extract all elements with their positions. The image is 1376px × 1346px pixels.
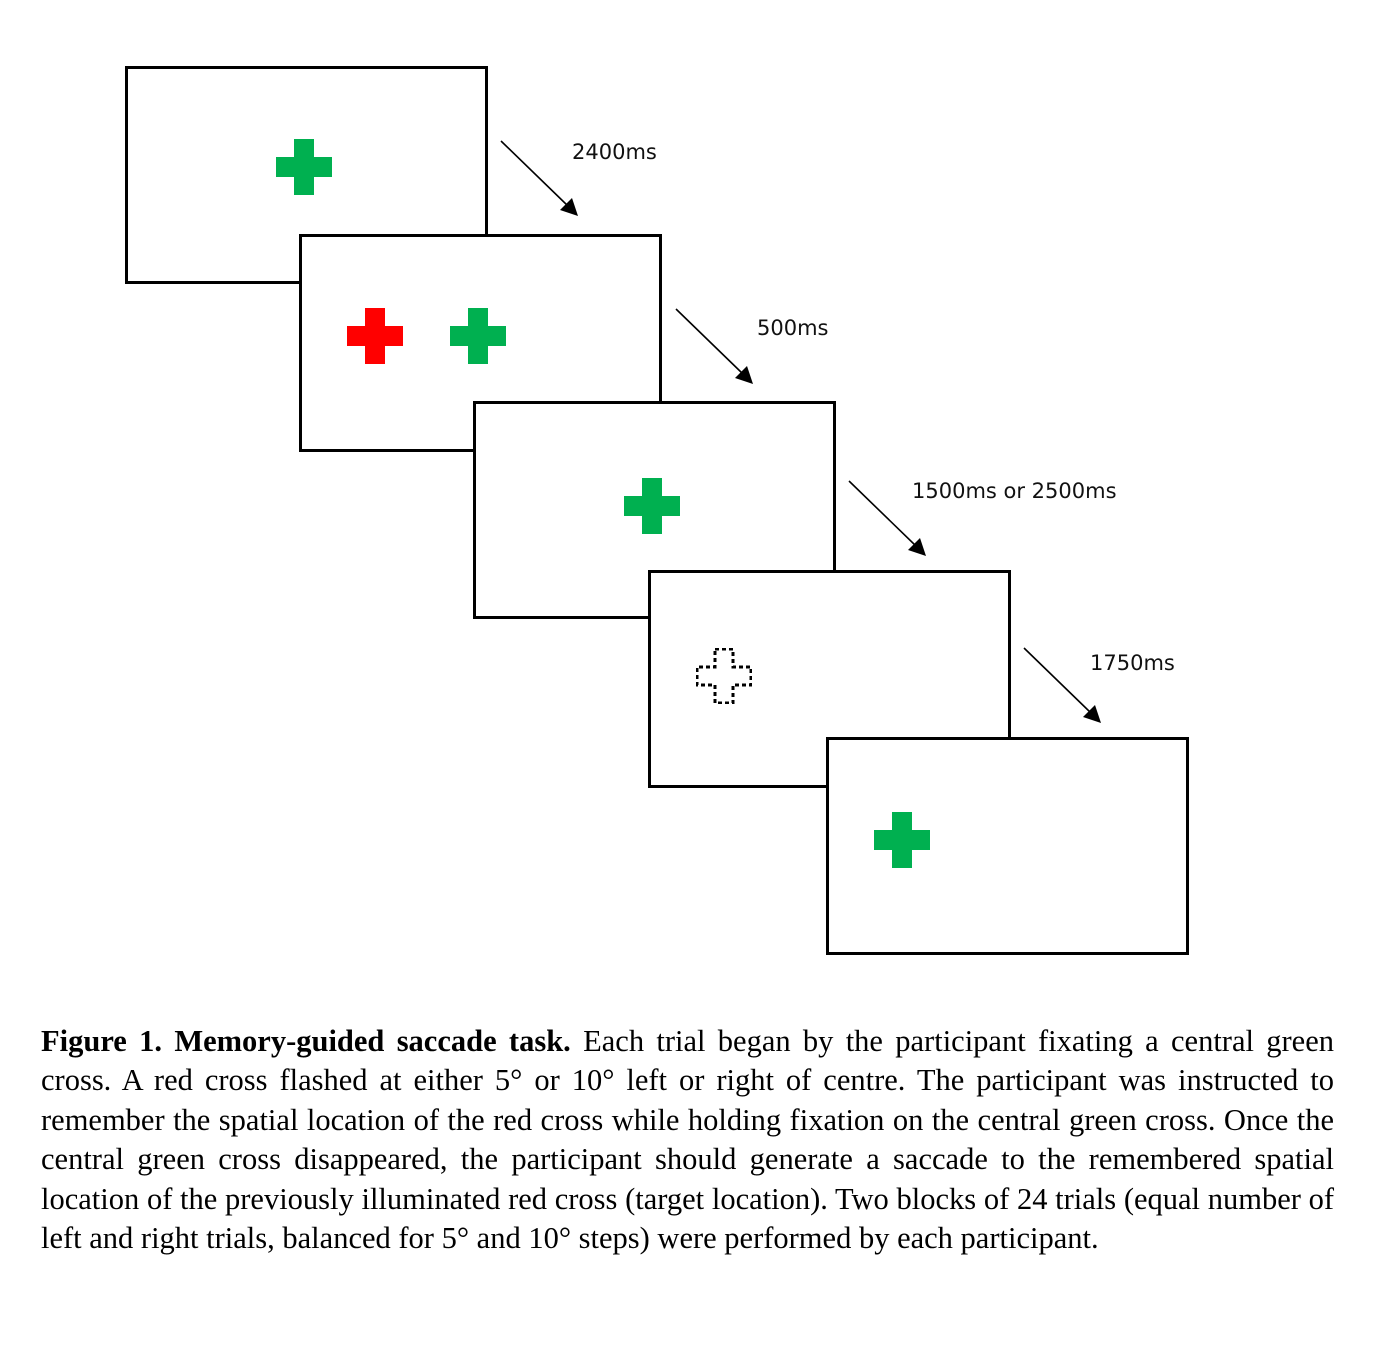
arrow-icon <box>848 480 926 556</box>
dotted-target-location-icon <box>696 648 752 704</box>
screen-5-feedback <box>826 737 1189 955</box>
duration-label-3: 1500ms or 2500ms <box>912 479 1117 503</box>
duration-label-2: 500ms <box>757 316 829 340</box>
arrow-icon <box>1023 647 1101 723</box>
red-target-cross-icon <box>347 308 403 364</box>
figure-caption: Figure 1. Memory-guided saccade task. Ea… <box>41 1022 1334 1258</box>
screen-2-target-flash <box>299 234 662 452</box>
arrow-icon <box>675 308 753 384</box>
green-fixation-cross-icon <box>276 139 332 195</box>
duration-label-4: 1750ms <box>1090 651 1175 675</box>
caption-title: Figure 1. Memory-guided saccade task. <box>41 1024 571 1058</box>
caption-body: Each trial began by the participant fixa… <box>41 1024 1334 1256</box>
arrow-icon <box>500 140 578 216</box>
duration-label-1: 2400ms <box>572 140 657 164</box>
green-fixation-cross-icon <box>450 308 506 364</box>
green-fixation-cross-icon <box>874 812 930 868</box>
green-fixation-cross-icon <box>624 478 680 534</box>
